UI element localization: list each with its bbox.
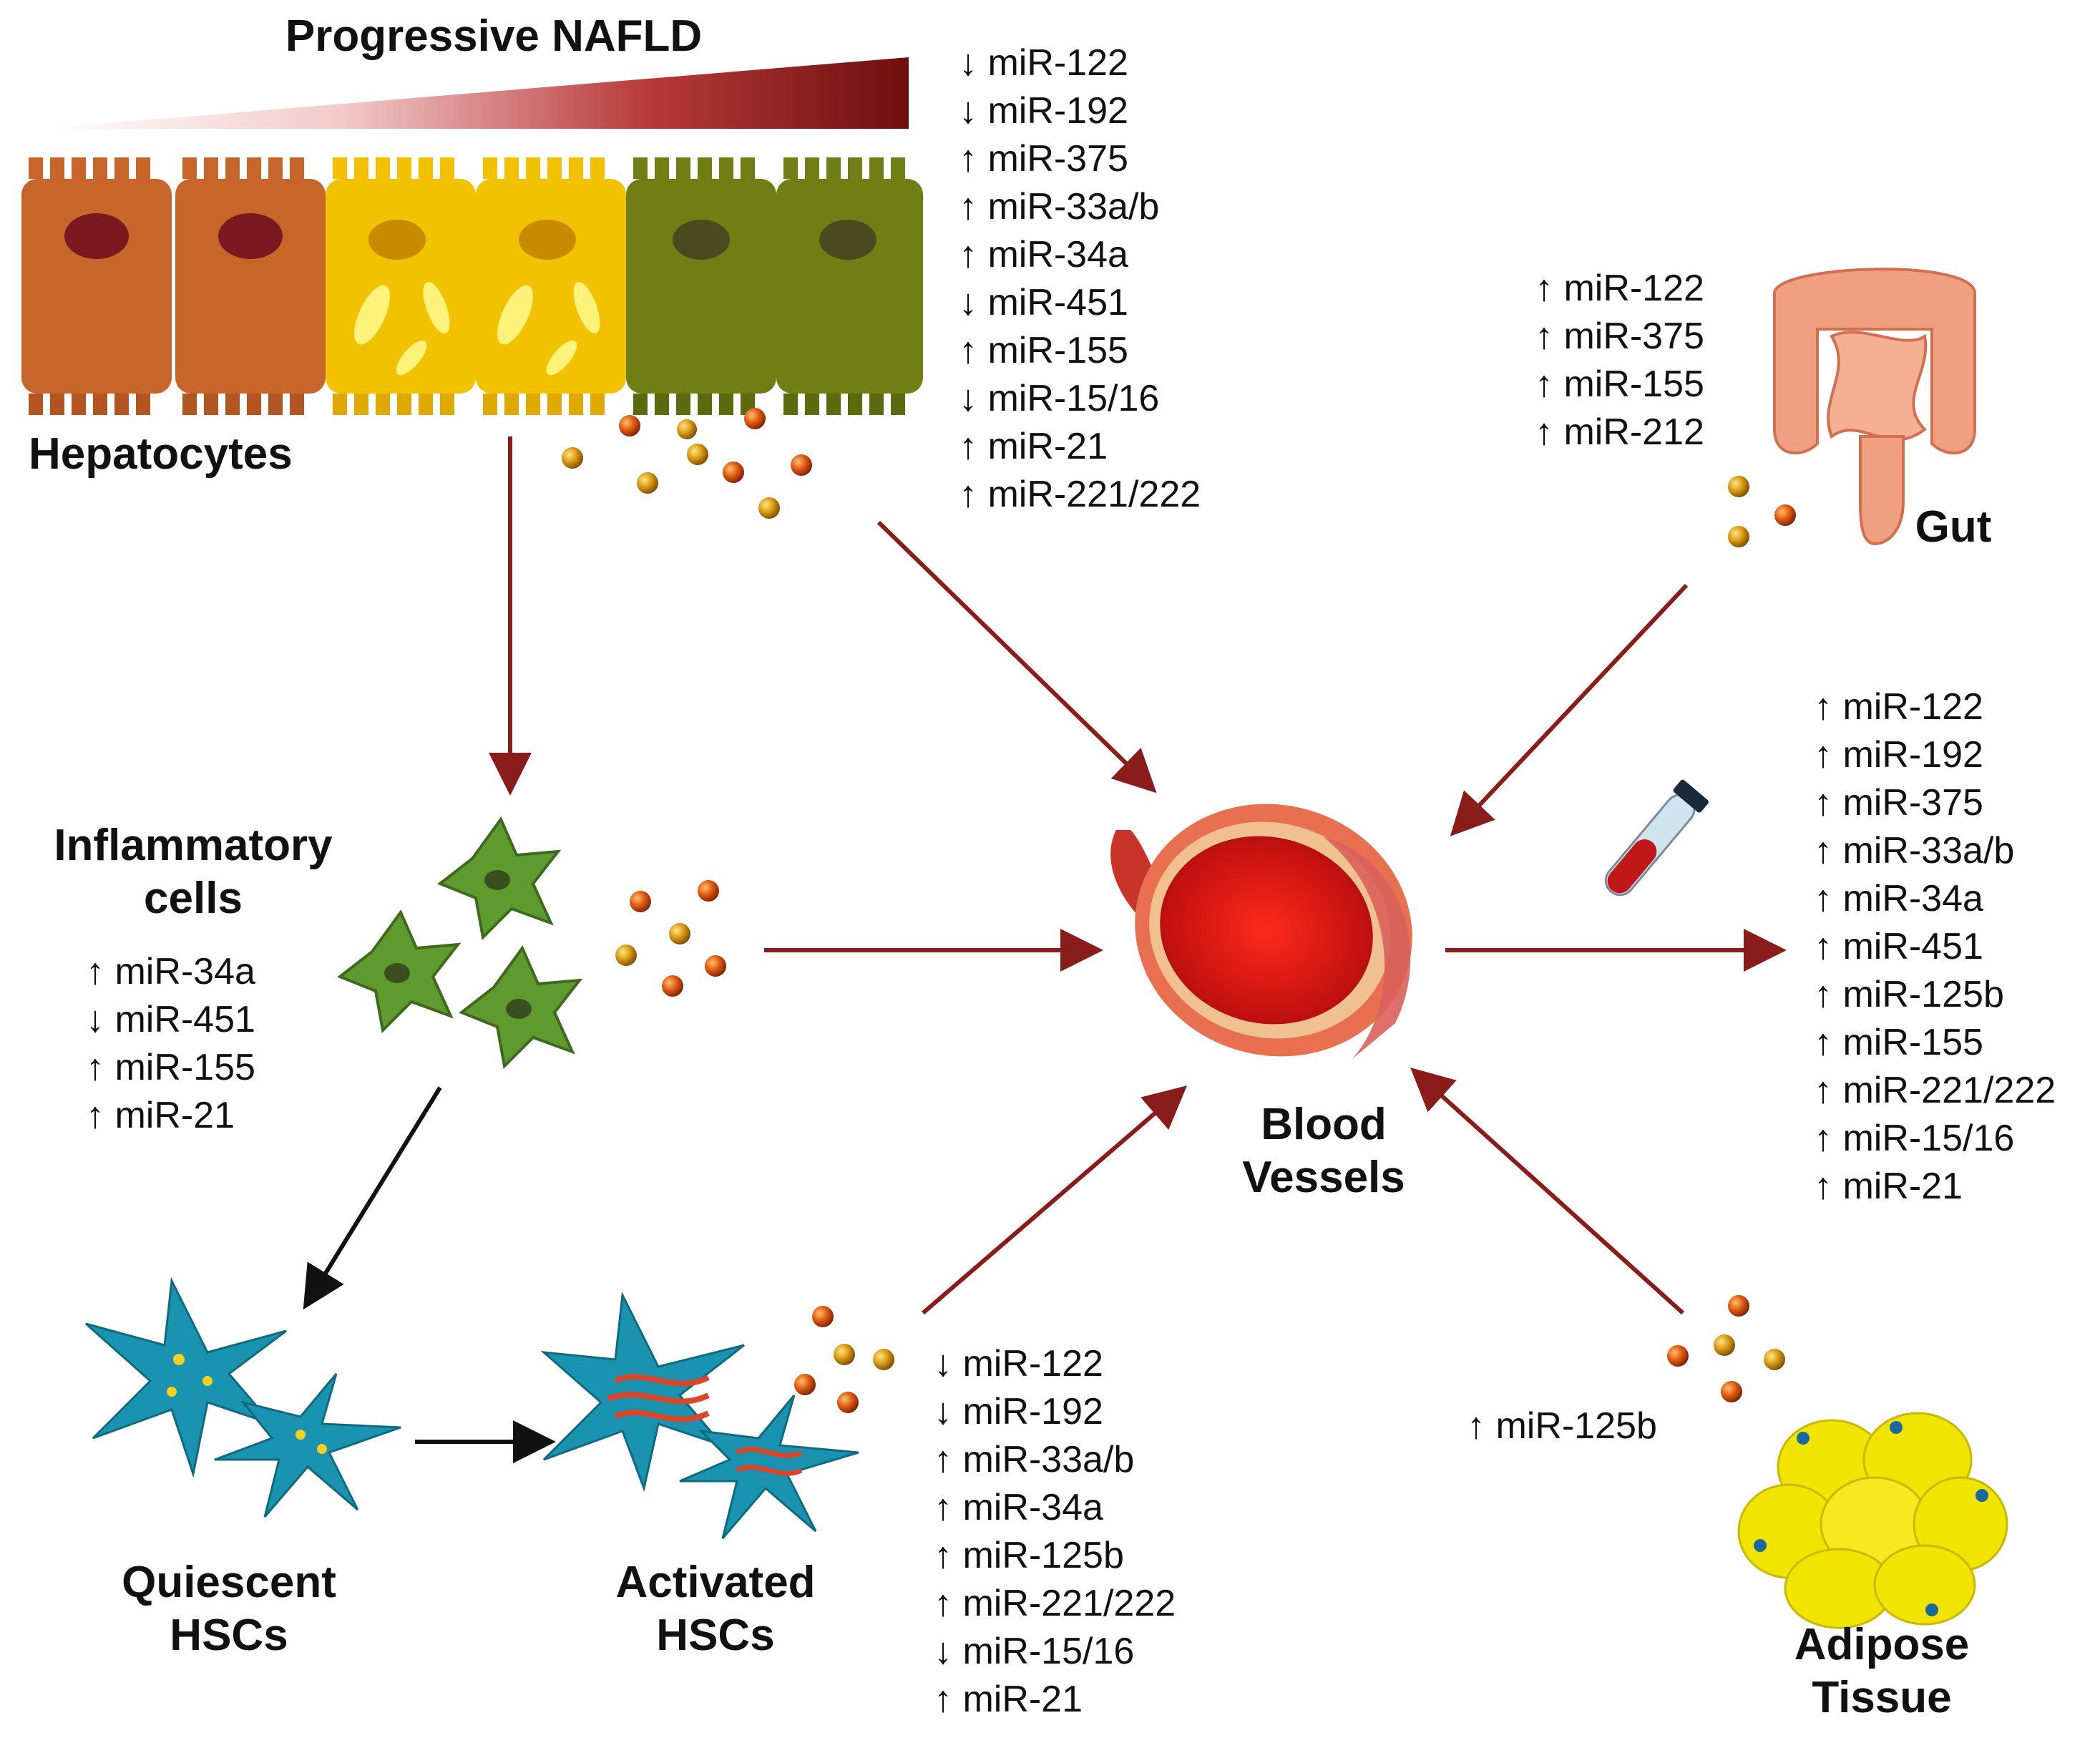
arrow-adipose-to-blood xyxy=(1410,1067,1685,1315)
quiescent-label-line1: Quiescent xyxy=(122,1558,336,1607)
inflammatory-mirna-list: ↑ miR-34a ↓ miR-451 ↑ miR-155 ↑ miR-21 xyxy=(86,948,255,1140)
mirna-item: ↑ miR-21 xyxy=(1814,1166,1963,1207)
mirna-item: ↑ miR-155 xyxy=(959,330,1128,371)
quiescent-label-line2: HSCs xyxy=(170,1611,288,1661)
mirna-item: ↑ miR-21 xyxy=(86,1095,235,1136)
hepatocytes-label: Hepatocytes xyxy=(29,429,293,479)
arrows xyxy=(303,436,1787,1463)
mirna-item: ↑ miR-34a xyxy=(1814,878,1983,919)
mirna-item: ↓ miR-15/16 xyxy=(959,378,1160,419)
mirna-item: ↑ miR-34a xyxy=(959,234,1128,275)
mirna-item: ↑ miR-125b xyxy=(934,1535,1124,1576)
gut-label: Gut xyxy=(1915,502,1992,552)
activated-label-line1: Activated xyxy=(615,1558,816,1607)
mirna-item: ↑ miR-15/16 xyxy=(1814,1118,2015,1159)
test-tube-icon xyxy=(1604,779,1709,897)
mirna-item: ↑ miR-21 xyxy=(934,1679,1083,1720)
blood-mirna-list: ↑ miR-122 ↑ miR-192 ↑ miR-375 ↑ miR-33a/b ↑ … xyxy=(1814,683,2056,1211)
mirna-item: ↑ miR-375 xyxy=(959,138,1128,180)
adipose-label-line2: Tissue xyxy=(1812,1673,1952,1723)
mirna-item: ↑ miR-33a/b xyxy=(959,186,1160,228)
hepatocyte-fibrotic-2 xyxy=(776,157,923,415)
hepatocyte-fatty-1 xyxy=(326,157,476,415)
mirna-item: ↓ miR-122 xyxy=(959,42,1128,84)
mirna-item: ↑ miR-34a xyxy=(934,1487,1103,1528)
activated-hscs-illustration xyxy=(540,1291,859,1539)
mirna-item: ↓ miR-192 xyxy=(959,90,1128,132)
mirna-item: ↓ miR-15/16 xyxy=(934,1631,1135,1672)
inflammatory-label-line2: cells xyxy=(144,874,243,924)
activated-label-line2: HSCs xyxy=(656,1611,775,1661)
mirna-item: ↓ miR-451 xyxy=(86,999,255,1040)
mirna-item: ↓ miR-192 xyxy=(934,1391,1103,1432)
quiescent-hscs-illustration xyxy=(85,1276,401,1518)
gut-illustration xyxy=(1773,268,1976,546)
hepatocyte-fibrotic-1 xyxy=(626,157,776,415)
mirna-item: ↓ miR-451 xyxy=(959,282,1128,323)
vesicles-gut xyxy=(1728,476,1796,547)
mirna-item: ↑ miR-221/222 xyxy=(959,474,1201,515)
inflammatory-cells-label: Inflammatory cells xyxy=(29,819,358,926)
mirna-item: ↑ miR-122 xyxy=(1535,268,1704,309)
adipose-tissue-label: Adipose Tissue xyxy=(1746,1618,2018,1725)
adipose-tissue-illustration xyxy=(1737,1412,2008,1629)
mirna-item: ↑ miR-125b xyxy=(1467,1405,1657,1447)
hepatocytes-illustration xyxy=(21,157,923,415)
mirna-item: ↑ miR-451 xyxy=(1814,926,1983,967)
progressive-nafld-label: Progressive NAFLD xyxy=(285,11,703,61)
mirna-item: ↑ miR-34a xyxy=(86,951,255,992)
hepatocyte-normal-1 xyxy=(21,157,172,415)
mirna-item: ↑ miR-33a/b xyxy=(934,1439,1135,1480)
mirna-item: ↑ miR-21 xyxy=(959,426,1108,467)
vesicles-inflammatory xyxy=(615,880,726,997)
mirna-item: ↑ miR-155 xyxy=(1535,363,1704,405)
mirna-item: ↑ miR-155 xyxy=(1814,1022,1983,1063)
mirna-item: ↑ miR-33a/b xyxy=(1814,830,2015,872)
hepatocyte-fatty-2 xyxy=(476,157,626,415)
mirna-item: ↑ miR-375 xyxy=(1814,782,1983,824)
arrow-activated-to-blood xyxy=(922,1085,1188,1315)
inflammatory-label-line1: Inflammatory xyxy=(54,821,333,870)
mirna-item: ↑ miR-212 xyxy=(1535,411,1704,453)
mirna-item: ↑ miR-375 xyxy=(1535,316,1704,357)
mirna-item: ↑ miR-125b xyxy=(1814,974,2004,1015)
inflammatory-cells-illustration xyxy=(337,816,583,1070)
adipose-label-line1: Adipose xyxy=(1794,1620,1970,1669)
blood-label-line1: Blood xyxy=(1261,1100,1387,1149)
blood-vessels-label: Blood Vessels xyxy=(1188,1098,1460,1205)
arrow-gut-to-blood xyxy=(1450,583,1689,836)
mirna-item: ↑ miR-192 xyxy=(1814,734,1983,776)
blood-vessel-illustration xyxy=(1110,804,1412,1059)
mirna-item: ↑ miR-155 xyxy=(86,1047,255,1088)
mirna-item: ↑ miR-221/222 xyxy=(934,1583,1176,1624)
activated-hscs-label: Activated HSCs xyxy=(572,1556,859,1663)
hepatocytes-mirna-list: ↓ miR-122 ↓ miR-192 ↑ miR-375 ↑ miR-33a/b ↑ … xyxy=(959,39,1201,519)
vesicles-activated-hscs xyxy=(794,1306,894,1413)
adipose-mirna-list: ↑ miR-125b xyxy=(1467,1402,1657,1450)
nafld-progression-wedge xyxy=(39,57,909,129)
quiescent-hscs-label: Quiescent HSCs xyxy=(86,1556,372,1663)
vesicles-hepatocytes xyxy=(562,408,812,519)
activated-hscs-mirna-list: ↓ miR-122 ↓ miR-192 ↑ miR-33a/b ↑ miR-34a ↑ … xyxy=(934,1340,1176,1724)
vesicles-adipose xyxy=(1667,1295,1785,1402)
mirna-item: ↑ miR-221/222 xyxy=(1814,1070,2056,1111)
blood-label-line2: Vessels xyxy=(1242,1153,1405,1203)
mirna-item: ↑ miR-122 xyxy=(1814,686,1983,728)
gut-mirna-list: ↑ miR-122 ↑ miR-375 ↑ miR-155 ↑ miR-212 xyxy=(1535,265,1704,456)
hepatocyte-normal-2 xyxy=(175,157,326,415)
mirna-item: ↓ miR-122 xyxy=(934,1343,1103,1385)
arrow-hepatocytes-to-blood xyxy=(876,520,1157,794)
arrow-inflammatory-to-quiescent xyxy=(303,1086,442,1310)
